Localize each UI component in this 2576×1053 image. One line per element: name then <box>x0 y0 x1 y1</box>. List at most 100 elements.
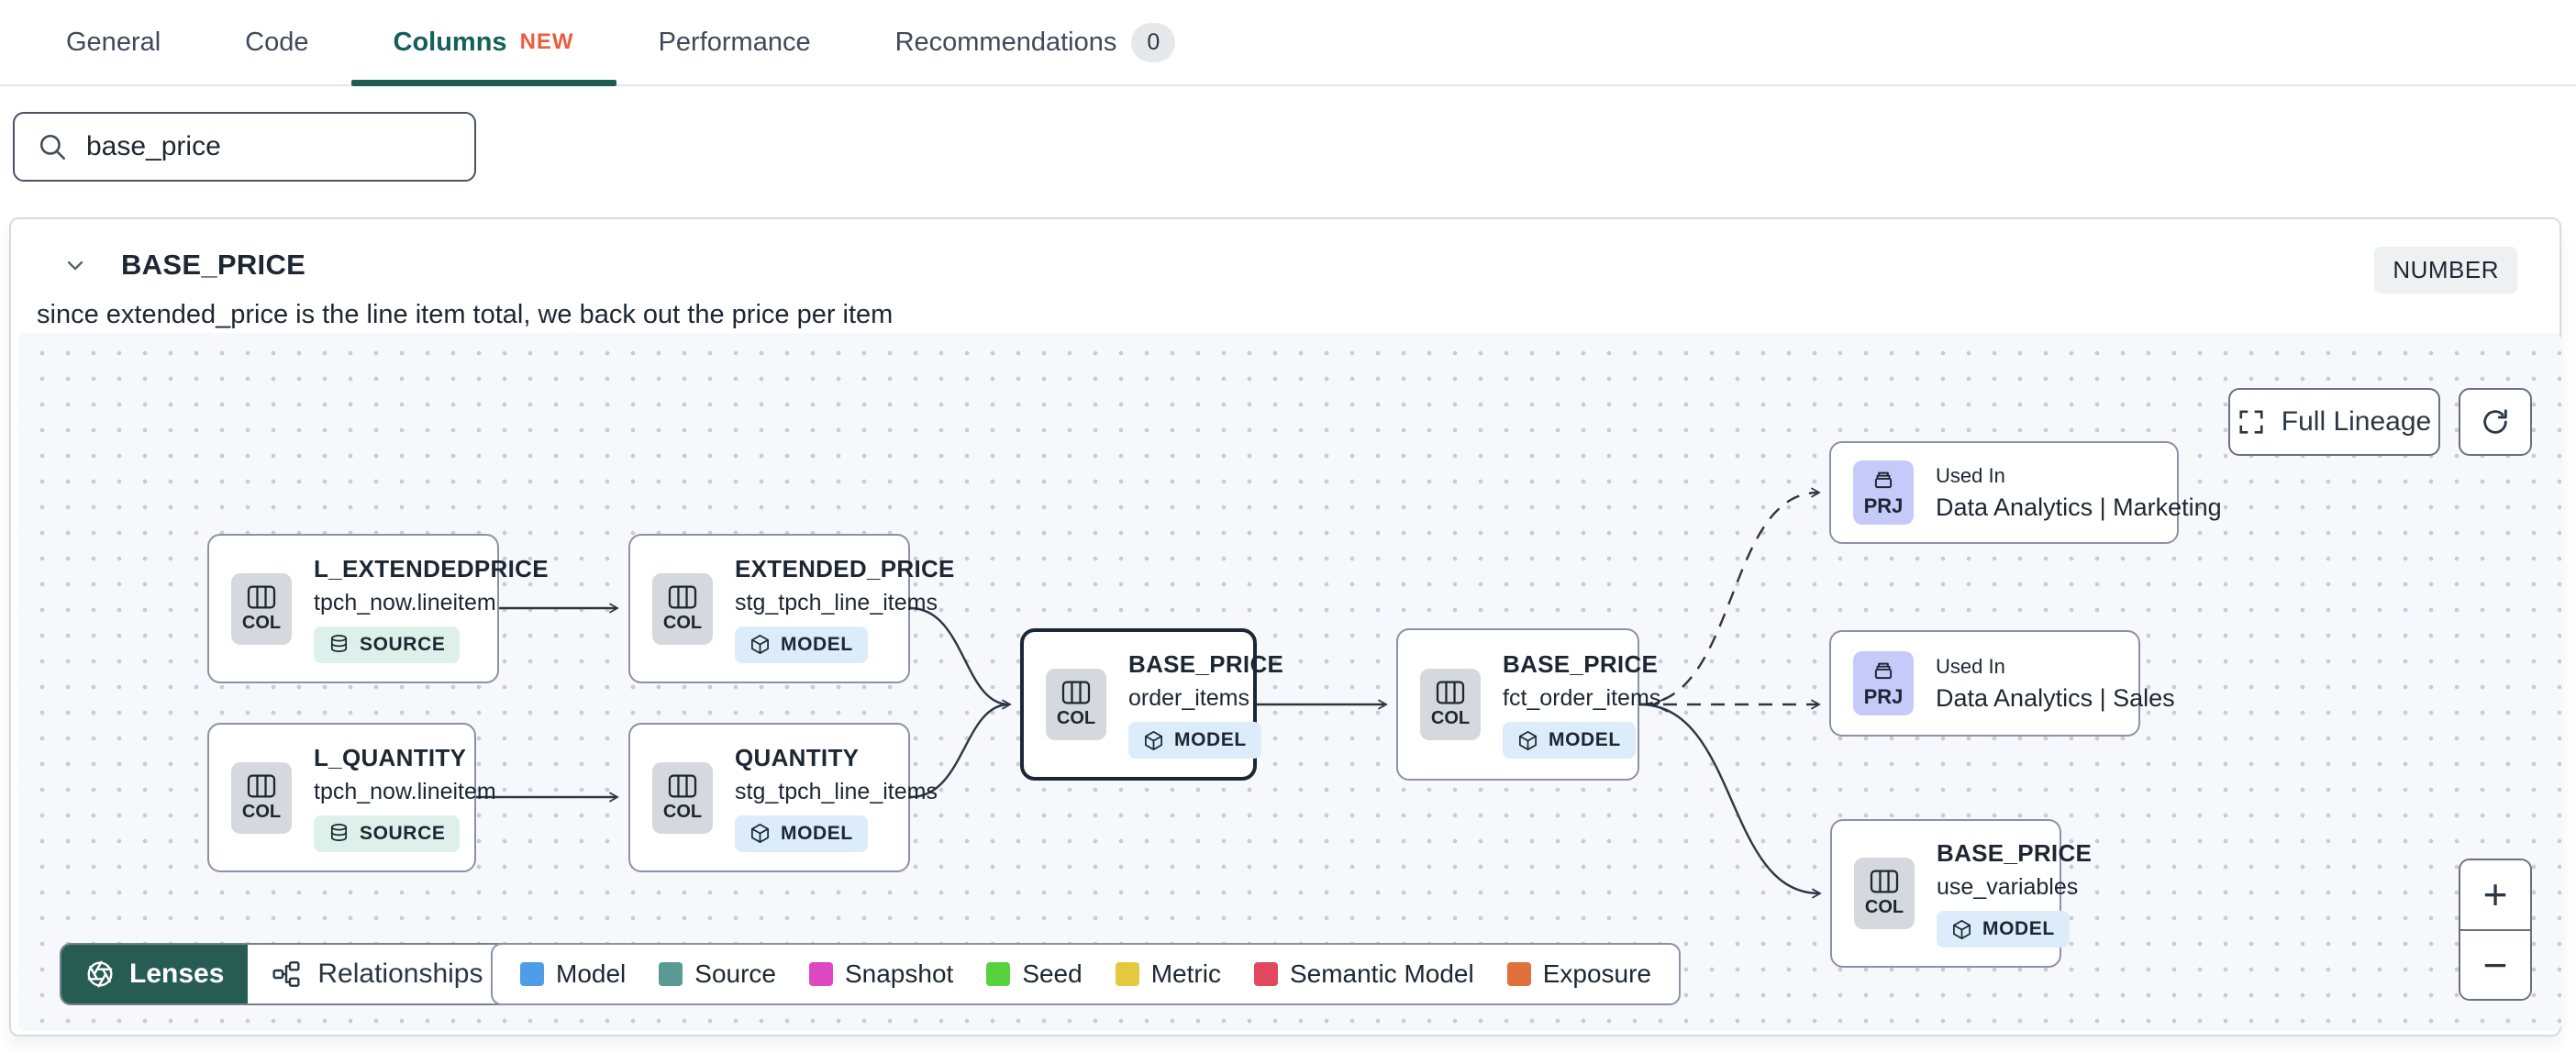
node-subtitle: tpch_now.lineitem <box>314 778 496 804</box>
model-badge: MODEL <box>1128 722 1261 759</box>
database-icon <box>330 635 348 653</box>
badge-label: MODEL <box>781 822 853 844</box>
badge-label: SOURCE <box>360 822 446 844</box>
legend-label: Metric <box>1150 959 1221 988</box>
column-chip: COL <box>1420 669 1481 740</box>
column-chip-label: COL <box>241 801 282 822</box>
full-lineage-button[interactable]: Full Lineage <box>2228 388 2440 456</box>
node-subtitle: order_items <box>1128 685 1249 711</box>
column-chip: COL <box>652 761 713 834</box>
lenses-button[interactable]: Lenses <box>61 945 249 1003</box>
relationships-dropdown[interactable]: Relationships <box>248 945 547 1003</box>
columns-icon <box>247 585 276 608</box>
columns-icon <box>668 585 697 608</box>
legend-item-metric: Metric <box>1115 959 1221 989</box>
tab-performance[interactable]: Performance <box>616 0 853 84</box>
cube-icon <box>751 824 769 843</box>
node-title: BASE_PRICE <box>1503 650 1659 678</box>
lineage-node-used-in-sales[interactable]: PRJ Used In Data Analytics | Sales <box>1829 630 2175 737</box>
search-icon <box>39 134 66 161</box>
node-type-legend: Model Source Snapshot Seed Metric Semant… <box>491 943 1682 1005</box>
legend-label: Seed <box>1022 959 1083 988</box>
project-chip-label: PRJ <box>1863 493 1904 517</box>
legend-item-exposure: Exposure <box>1506 959 1651 989</box>
lineage-node-base-price-use-variables[interactable]: COL BASE_PRICE use_variables MODEL <box>1830 819 2092 968</box>
badge-label: SOURCE <box>360 633 446 655</box>
legend-item-model: Model <box>520 959 626 989</box>
model-badge: MODEL <box>735 626 868 663</box>
search-input[interactable]: base_price <box>13 112 476 182</box>
tab-performance-label: Performance <box>658 27 811 57</box>
node-title: QUANTITY <box>735 743 860 771</box>
project-name: Data Analytics | Marketing <box>1936 493 2222 521</box>
columns-icon <box>1870 870 1899 893</box>
project-chip-label: PRJ <box>1863 684 1904 708</box>
lineage-node-extended-price[interactable]: COL EXTENDED_PRICE stg_tpch_line_items M… <box>628 534 954 683</box>
recommendations-count-badge: 0 <box>1131 22 1176 62</box>
tab-general-label: General <box>66 27 161 57</box>
node-title: L_EXTENDEDPRICE <box>314 554 549 582</box>
legend-swatch-semantic-model <box>1253 962 1278 986</box>
used-in-label: Used In <box>1936 654 2005 678</box>
plus-icon: + <box>2482 870 2508 919</box>
cube-icon <box>1145 730 1162 750</box>
node-subtitle: fct_order_items <box>1503 685 1661 711</box>
legend-swatch-snapshot <box>808 962 833 986</box>
zoom-in-button[interactable]: + <box>2460 860 2530 929</box>
columns-icon <box>247 774 276 797</box>
lineage-node-base-price-order-items[interactable]: COL BASE_PRICE order_items MODEL <box>1020 628 1283 781</box>
column-chip-label: COL <box>662 801 703 822</box>
column-chip-label: COL <box>662 612 703 633</box>
node-subtitle: tpch_now.lineitem <box>314 589 496 615</box>
lineage-node-base-price-fct-order-items[interactable]: COL BASE_PRICE fct_order_items MODEL <box>1396 628 1660 781</box>
column-panel: BASE_PRICE NUMBER since extended_price i… <box>9 217 2561 1036</box>
columns-icon <box>1436 681 1465 704</box>
refresh-icon <box>2483 409 2507 434</box>
column-chip: COL <box>231 761 292 834</box>
columns-icon <box>1061 681 1091 704</box>
badge-label: MODEL <box>781 633 853 655</box>
lineage-node-used-in-marketing[interactable]: PRJ Used In Data Analytics | Marketing <box>1829 441 2222 544</box>
lineage-node-quantity[interactable]: COL QUANTITY stg_tpch_line_items MODEL <box>628 723 938 872</box>
legend-swatch-metric <box>1115 962 1139 986</box>
column-chip: COL <box>231 572 292 645</box>
legend-swatch-source <box>659 962 683 986</box>
model-badge: MODEL <box>1937 911 2070 948</box>
zoom-out-button[interactable]: − <box>2460 928 2530 999</box>
tab-columns[interactable]: Columns NEW <box>350 0 616 86</box>
lineage-node-l-extendedprice[interactable]: COL L_EXTENDEDPRICE tpch_now.lineitem SO… <box>207 534 549 683</box>
legend-item-semantic-model: Semantic Model <box>1253 959 1474 989</box>
legend-item-snapshot: Snapshot <box>808 959 953 989</box>
badge-label: MODEL <box>1549 729 1621 750</box>
column-chip-label: COL <box>1056 708 1096 728</box>
expand-icon <box>2239 410 2263 434</box>
tab-general[interactable]: General <box>24 0 203 84</box>
columns-icon <box>668 774 697 797</box>
archive-icon <box>1874 471 1893 488</box>
column-title: BASE_PRICE <box>121 249 306 281</box>
tab-recommendations[interactable]: Recommendations 0 <box>853 0 1218 84</box>
refresh-button[interactable] <box>2459 388 2532 456</box>
column-chip: COL <box>652 572 713 645</box>
aperture-icon <box>87 960 113 988</box>
column-description: since extended_price is the line item to… <box>37 300 894 329</box>
lenses-toolbar: Lenses Relationships <box>60 943 550 1005</box>
database-icon <box>330 824 348 842</box>
source-badge: SOURCE <box>314 626 461 663</box>
lineage-node-l-quantity[interactable]: COL L_QUANTITY tpch_now.lineitem SOURCE <box>207 723 496 872</box>
tab-bar: General Code Columns NEW Performance Rec… <box>0 0 2576 86</box>
lenses-label: Lenses <box>129 959 225 989</box>
full-lineage-label: Full Lineage <box>2281 406 2432 437</box>
tab-code-label: Code <box>245 27 309 57</box>
project-name: Data Analytics | Sales <box>1936 683 2175 712</box>
node-title: BASE_PRICE <box>1937 839 2093 867</box>
search-value: base_price <box>86 131 221 161</box>
tab-code[interactable]: Code <box>203 0 350 84</box>
node-subtitle: stg_tpch_line_items <box>735 778 938 804</box>
hierarchy-icon <box>272 961 300 987</box>
badge-label: MODEL <box>1982 918 2055 939</box>
collapse-chevron-icon[interactable] <box>62 252 88 278</box>
lineage-canvas[interactable]: COL L_EXTENDEDPRICE tpch_now.lineitem SO… <box>18 333 2561 1031</box>
archive-icon <box>1874 662 1893 679</box>
